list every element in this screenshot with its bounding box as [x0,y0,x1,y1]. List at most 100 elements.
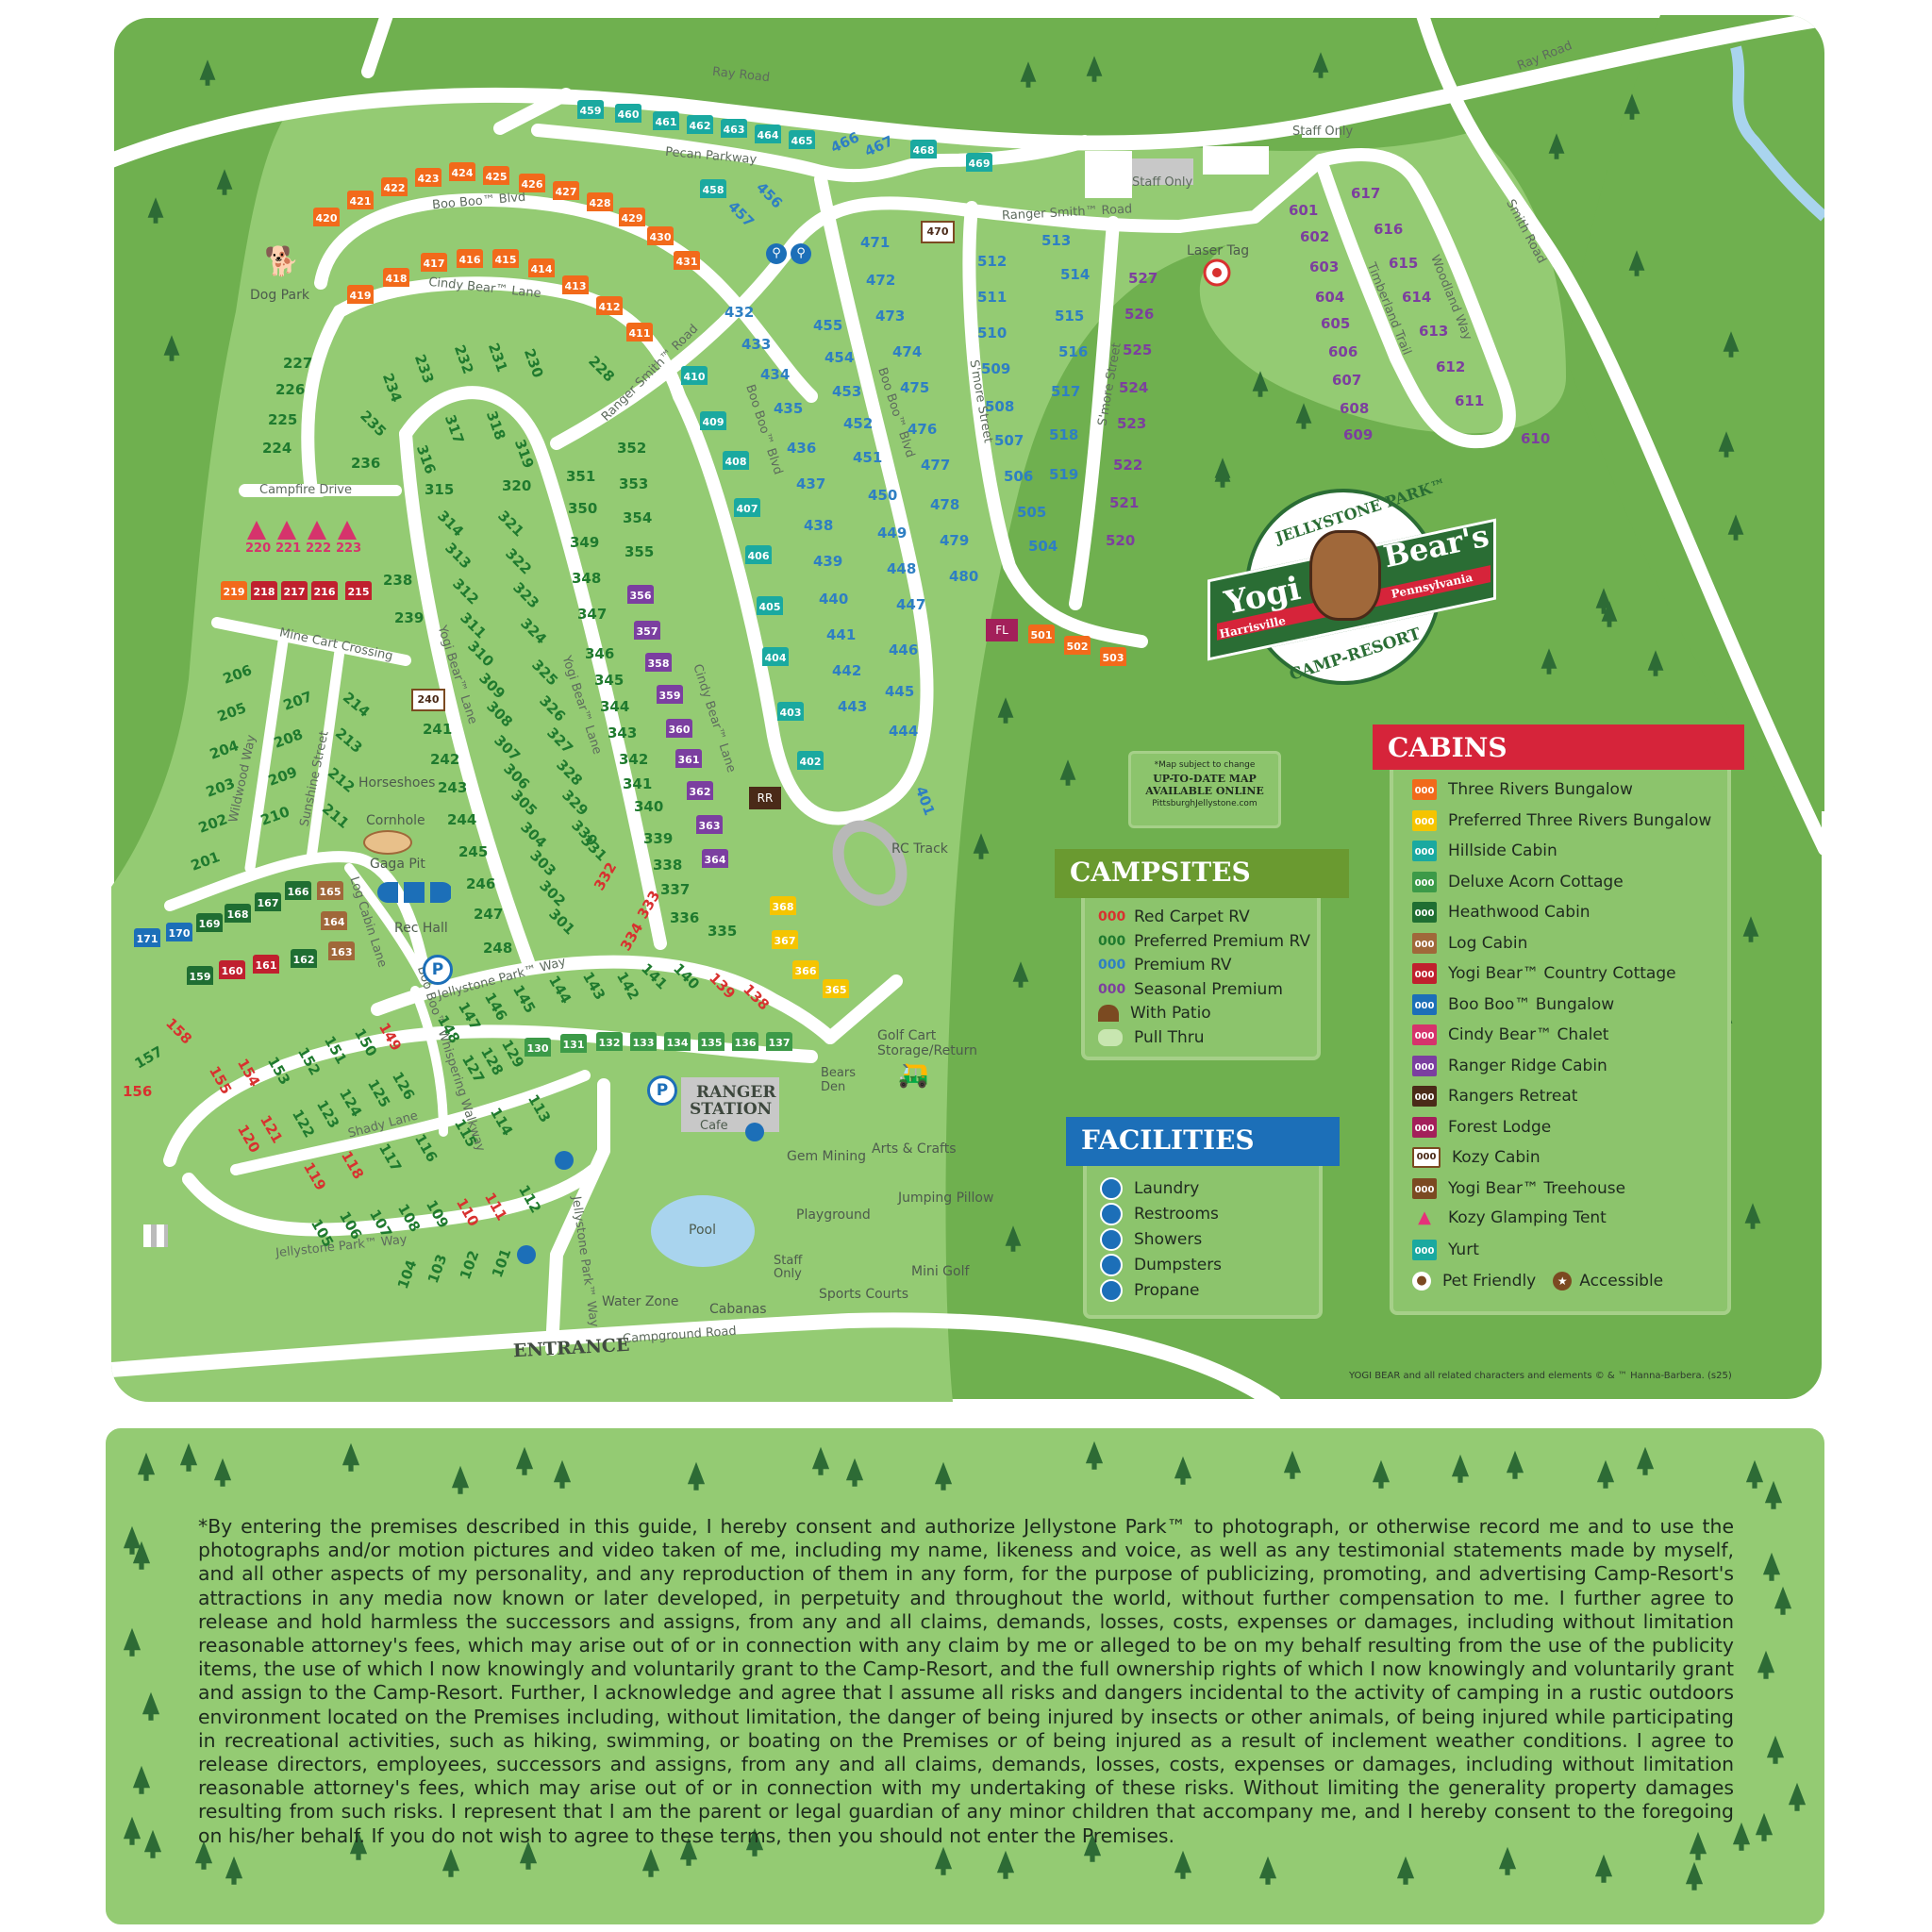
cabin-164: 164 [321,911,347,930]
tree-icon [1624,93,1641,120]
site-337: 337 [660,881,691,898]
cabin-legend-item-label: Hillside Cabin [1448,841,1557,860]
cabin-418: 418 [383,268,409,287]
inner-loop-a [399,386,667,950]
tree-icon [1757,1650,1775,1679]
pet-friendly-row: ● Pet Friendly ★ Accessible [1412,1272,1663,1291]
sports-courts-label: Sports Courts [819,1287,909,1302]
campsite-legend-item-label: Pull Thru [1134,1027,1205,1047]
site-223: 223 [336,541,362,556]
boo-boo-blvd-top [314,192,818,403]
ranger-smith-road [550,196,1186,450]
tree-icon [132,1541,151,1570]
site-614: 614 [1402,289,1432,306]
cabin-461: 461 [653,111,679,130]
cabin-356: 356 [627,585,654,604]
facility-legend-label: Propane [1134,1281,1200,1300]
pet-friendly-label: Pet Friendly [1442,1272,1537,1291]
site-479: 479 [940,532,970,549]
notice-line-4: PittsburghJellystone.com [1152,799,1257,808]
site-442: 442 [832,662,862,679]
site-443: 443 [838,698,868,715]
tree-icon [1689,1831,1707,1860]
cabin-legend-item-swatch: 000 [1412,1055,1437,1076]
cabin-137: 137 [766,1032,792,1051]
cabin-legend-item-label: Log Cabin [1448,933,1528,953]
staff-building-4 [1302,123,1340,138]
camp-grounds-area [111,101,1566,1402]
inner-loop-b [399,427,535,969]
cabin-132: 132 [596,1032,623,1051]
site-220: 220 [245,541,272,556]
campsite-legend-item-label: Seasonal Premium [1134,979,1283,999]
tree-icon [845,1457,864,1487]
cabin-legend-item-label: Ranger Ridge Cabin [1448,1056,1607,1075]
site-243: 243 [438,779,468,796]
cabin-415: 415 [492,249,519,268]
site-350: 350 [568,500,598,517]
wildwood-way [244,636,289,874]
road-stub-top [361,15,393,78]
cabin-legend-item-label: Forest Lodge [1448,1117,1552,1137]
site-612: 612 [1436,358,1466,375]
site-610: 610 [1521,430,1551,447]
cabin-420: 420 [313,208,340,226]
site-472: 472 [866,272,896,289]
tree-icon [1312,52,1329,78]
site-506: 506 [1004,468,1034,485]
restrooms-icon [1100,1203,1123,1225]
campsite-legend-item-swatch: 000 [1098,909,1126,924]
tree-icon [811,1446,830,1475]
cabins-legend-title: CABINS [1373,724,1744,770]
timberland-loop [1314,148,1516,449]
tent-icon [247,521,266,540]
tree-icon [1718,431,1735,458]
log-cabin-lane [344,863,429,986]
accessible-label: Accessible [1579,1272,1664,1291]
facility-legend-item: Dumpsters [1100,1254,1222,1276]
cabin-423: 423 [415,168,441,187]
tree-icon [1451,1454,1470,1483]
laundry-icon-map-1: ⚲ [791,243,811,264]
cabin-legend-item-swatch: 000 [1412,932,1437,954]
campsite-legend-item-swatch: 000 [1098,958,1126,973]
site-222: 222 [306,541,332,556]
tree-icon [1744,1203,1761,1229]
campsites-legend-title: CAMPSITES [1055,849,1349,898]
dumpster-icon [1100,1254,1123,1276]
site-476: 476 [908,421,938,438]
site-347: 347 [577,606,608,623]
tree-icon [1396,1856,1415,1885]
facility-legend-item: Restrooms [1100,1203,1219,1225]
cabin-403: 403 [777,702,804,721]
site-348: 348 [572,570,602,587]
golf-cart-icon: 🛺 [898,1061,929,1090]
cabin-219: 219 [221,581,247,600]
cabin-legend-item-swatch: 000 [1412,1177,1437,1199]
tree-icon [1732,1822,1751,1851]
site-449: 449 [877,525,908,541]
tree-icon [1214,461,1231,488]
site-246: 246 [466,875,496,892]
mini-golf-label: Mini Golf [911,1264,970,1279]
laser-tag-target-center [1212,268,1222,277]
tree-icon [213,1457,232,1487]
site-355: 355 [625,543,655,560]
cabin-413: 413 [562,275,589,294]
cabin-408: 408 [723,451,749,470]
cabin-360: 360 [666,719,692,738]
cabin-459: 459 [577,100,604,119]
rec-hall-label: Rec Hall [394,921,448,936]
creek [1730,45,1824,222]
tree-icon [163,335,180,361]
cabin-358: 358 [645,653,672,672]
tree-icon [1086,56,1103,82]
golf-cart-road [824,974,903,1044]
site-522: 522 [1113,457,1143,474]
rc-track-label: RC Track [891,841,948,857]
cabin-405: 405 [757,596,783,615]
